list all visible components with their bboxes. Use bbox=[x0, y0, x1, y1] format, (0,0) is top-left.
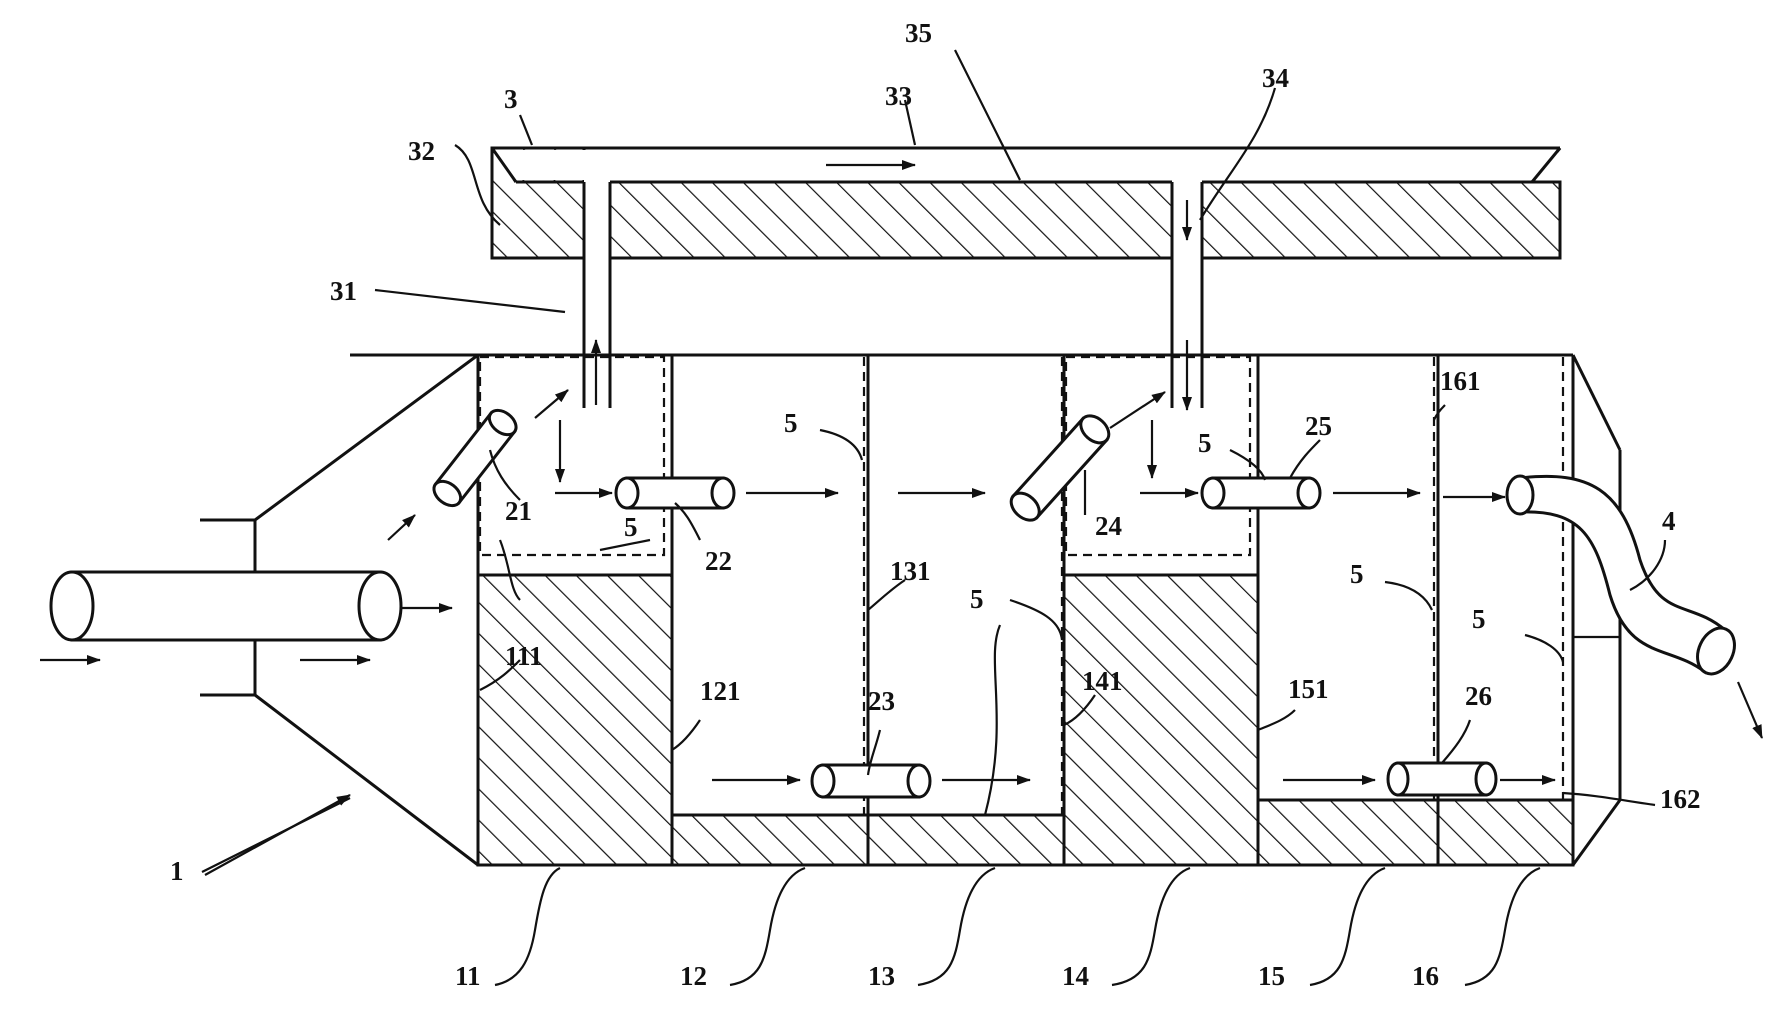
label-31: 31 bbox=[330, 276, 357, 306]
chamber-11-base bbox=[476, 573, 674, 867]
label-21: 21 bbox=[505, 496, 532, 526]
plate-section-right bbox=[1200, 180, 1562, 260]
label-5-b: 5 bbox=[624, 512, 638, 542]
chamber-14-base bbox=[1062, 573, 1260, 867]
label-151: 151 bbox=[1288, 674, 1329, 704]
label-34: 34 bbox=[1262, 63, 1289, 93]
label-14: 14 bbox=[1062, 961, 1089, 991]
label-11: 11 bbox=[455, 961, 481, 991]
chamber-12-base bbox=[670, 813, 870, 867]
label-25: 25 bbox=[1305, 411, 1332, 441]
tube-24 bbox=[1009, 414, 1111, 522]
inlet-assembly bbox=[40, 353, 479, 876]
label-141: 141 bbox=[1082, 666, 1123, 696]
outlet-pipe bbox=[1505, 474, 1764, 739]
label-162: 162 bbox=[1660, 784, 1701, 814]
chamber-13-base bbox=[866, 813, 1066, 867]
label-4: 4 bbox=[1662, 506, 1676, 536]
tube-23 bbox=[810, 763, 932, 799]
top-plate bbox=[490, 146, 1562, 411]
label-26: 26 bbox=[1465, 681, 1492, 711]
leader-lines bbox=[201, 49, 1667, 987]
label-15: 15 bbox=[1258, 961, 1285, 991]
chamber-16-base bbox=[1436, 798, 1575, 867]
label-3: 3 bbox=[504, 84, 518, 114]
label-5-f: 5 bbox=[1472, 604, 1486, 634]
label-33: 33 bbox=[885, 81, 912, 111]
label-111: 111 bbox=[505, 641, 543, 671]
label-16: 16 bbox=[1412, 961, 1439, 991]
label-5-a: 5 bbox=[784, 408, 798, 438]
tube-21 bbox=[432, 408, 518, 508]
label-5-c: 5 bbox=[970, 584, 984, 614]
label-1: 1 bbox=[170, 856, 184, 886]
flow-arrows bbox=[387, 389, 1556, 785]
label-22: 22 bbox=[705, 546, 732, 576]
label-23: 23 bbox=[868, 686, 895, 716]
label-5-e: 5 bbox=[1350, 559, 1364, 589]
label-35: 35 bbox=[905, 18, 932, 48]
label-24: 24 bbox=[1095, 511, 1122, 541]
chamber-15-base bbox=[1256, 798, 1440, 867]
label-121: 121 bbox=[700, 676, 741, 706]
label-161: 161 bbox=[1440, 366, 1481, 396]
plate-section-middle bbox=[608, 180, 1174, 260]
label-32: 32 bbox=[408, 136, 435, 166]
label-5-d: 5 bbox=[1198, 428, 1212, 458]
tube-26 bbox=[1386, 761, 1498, 797]
label-131: 131 bbox=[890, 556, 931, 586]
reference-labels: 1 3 4 32 33 35 34 31 21 22 23 24 25 26 5… bbox=[170, 18, 1701, 991]
label-13: 13 bbox=[868, 961, 895, 991]
tube-25 bbox=[1200, 476, 1322, 510]
label-12: 12 bbox=[680, 961, 707, 991]
